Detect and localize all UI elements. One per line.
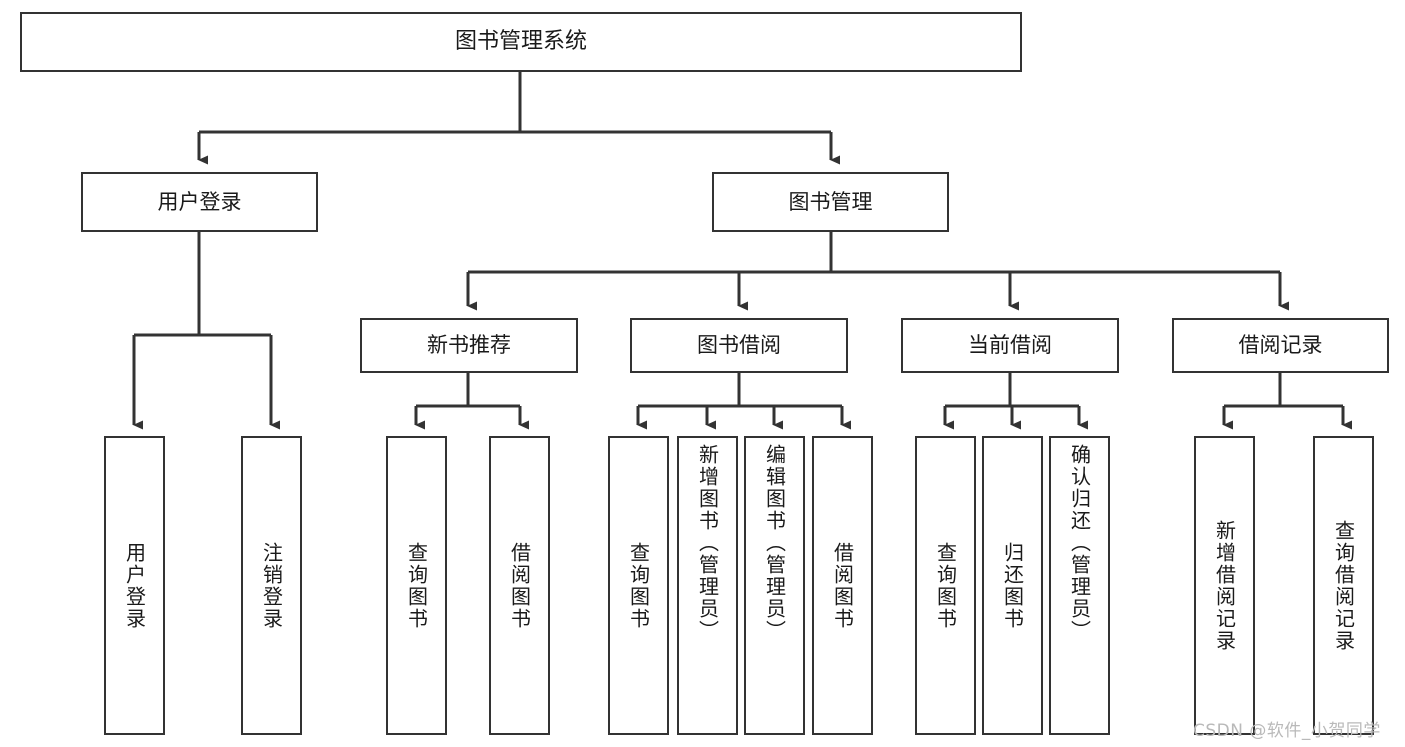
node-label: 借阅图书 — [830, 541, 855, 630]
node-label: 查询图书 — [404, 541, 429, 630]
node-borrow-record[interactable]: 借阅记录 — [1172, 318, 1389, 373]
leaf-return-book[interactable]: 归还图书 — [982, 436, 1043, 735]
node-label: 用户登录 — [157, 189, 242, 214]
node-label: 注销登录 — [259, 541, 284, 630]
node-book-management[interactable]: 图书管理 — [712, 172, 949, 232]
node-new-book-recommend[interactable]: 新书推荐 — [360, 318, 578, 373]
leaf-edit-book-admin[interactable]: 编辑图书（管理员） — [744, 436, 805, 735]
leaf-logout[interactable]: 注销登录 — [241, 436, 302, 735]
leaf-add-book-admin[interactable]: 新增图书（管理员） — [677, 436, 738, 735]
node-label: 查询图书 — [933, 541, 958, 630]
leaf-confirm-return-admin[interactable]: 确认归还（管理员） — [1049, 436, 1110, 735]
node-label: 借阅记录 — [1238, 333, 1323, 358]
leaf-query-book-recommend[interactable]: 查询图书 — [386, 436, 447, 735]
node-book-borrow[interactable]: 图书借阅 — [630, 318, 848, 373]
node-label: 新增图书（管理员） — [695, 444, 720, 642]
node-label: 查询借阅记录 — [1331, 519, 1356, 652]
leaf-user-login[interactable]: 用户登录 — [104, 436, 165, 735]
csdn-watermark: CSDN @软件_小贺同学 — [1193, 721, 1381, 741]
node-label: 新书推荐 — [427, 333, 511, 358]
node-user-login[interactable]: 用户登录 — [81, 172, 318, 232]
node-library-management-system[interactable]: 图书管理系统 — [20, 12, 1022, 72]
node-label: 图书借阅 — [697, 333, 781, 358]
node-label: 借阅图书 — [507, 541, 532, 630]
leaf-borrow-book[interactable]: 借阅图书 — [812, 436, 873, 735]
node-label: 确认归还（管理员） — [1067, 444, 1092, 642]
leaf-add-borrow-record[interactable]: 新增借阅记录 — [1194, 436, 1255, 735]
node-label: 查询图书 — [626, 541, 651, 630]
node-label: 图书管理 — [788, 189, 873, 214]
leaf-query-borrow-record[interactable]: 查询借阅记录 — [1313, 436, 1374, 735]
leaf-query-book-borrow[interactable]: 查询图书 — [608, 436, 669, 735]
node-label: 用户登录 — [122, 541, 147, 630]
leaf-query-book-current[interactable]: 查询图书 — [915, 436, 976, 735]
node-label: 归还图书 — [1000, 541, 1025, 630]
node-current-borrow[interactable]: 当前借阅 — [901, 318, 1119, 373]
node-label: 新增借阅记录 — [1212, 519, 1237, 652]
node-label: 当前借阅 — [968, 333, 1052, 358]
node-label: 图书管理系统 — [454, 29, 587, 55]
node-label: 编辑图书（管理员） — [762, 444, 787, 642]
leaf-borrow-book-recommend[interactable]: 借阅图书 — [489, 436, 550, 735]
